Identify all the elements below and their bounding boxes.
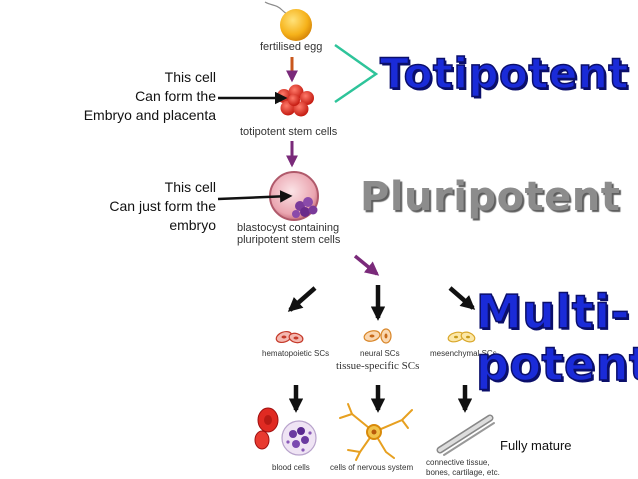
neural-label: neural SCs: [360, 349, 400, 358]
mesenchymal-sc-icon: [447, 331, 476, 343]
connective-label: connective tissue, bones, cartilage, etc…: [426, 458, 500, 477]
totipotent-heading: Totipotent: [379, 49, 629, 99]
pluripotent-heading: Pluripotent: [360, 174, 621, 220]
neural-sc-icon: [363, 328, 392, 344]
nervous-cells-label: cells of nervous system: [330, 463, 414, 472]
multipotent-heading: Multi- potent: [475, 285, 638, 391]
fertilised-egg-label: fertilised egg: [260, 41, 323, 53]
fertilised-egg-icon: [264, 1, 312, 41]
totipotent-note: This cell Can form the Embryo and placen…: [83, 69, 216, 123]
branch-arrow-right: [448, 286, 476, 310]
hematopoietic-sc-icon: [275, 330, 304, 344]
branch-arrow-left: [287, 286, 317, 312]
mesenchymal-label: mesenchymal SCs: [430, 349, 497, 358]
blood-cells-label: blood cells: [272, 463, 310, 472]
blastocyst-label: blastocyst containing pluripotent stem c…: [237, 222, 341, 246]
blood-cells-icon: [254, 407, 317, 456]
totipotent-bracket: [334, 43, 379, 104]
neuron-icon: [339, 403, 413, 461]
fully-mature-label: Fully mature: [500, 438, 572, 453]
pointer-arrow-pluripotent: [217, 190, 293, 203]
hematopoietic-label: hematopoietic SCs: [262, 349, 330, 358]
pluripotent-note: This cell Can just form the embryo: [109, 179, 216, 233]
flow-arrow-3: [353, 254, 380, 276]
tissue-specific-label: tissue-specific SCs: [336, 360, 420, 372]
totipotent-cells-label: totipotent stem cells: [240, 126, 338, 138]
morula-icon: [277, 84, 314, 117]
connective-tissue-icon: [436, 414, 495, 456]
